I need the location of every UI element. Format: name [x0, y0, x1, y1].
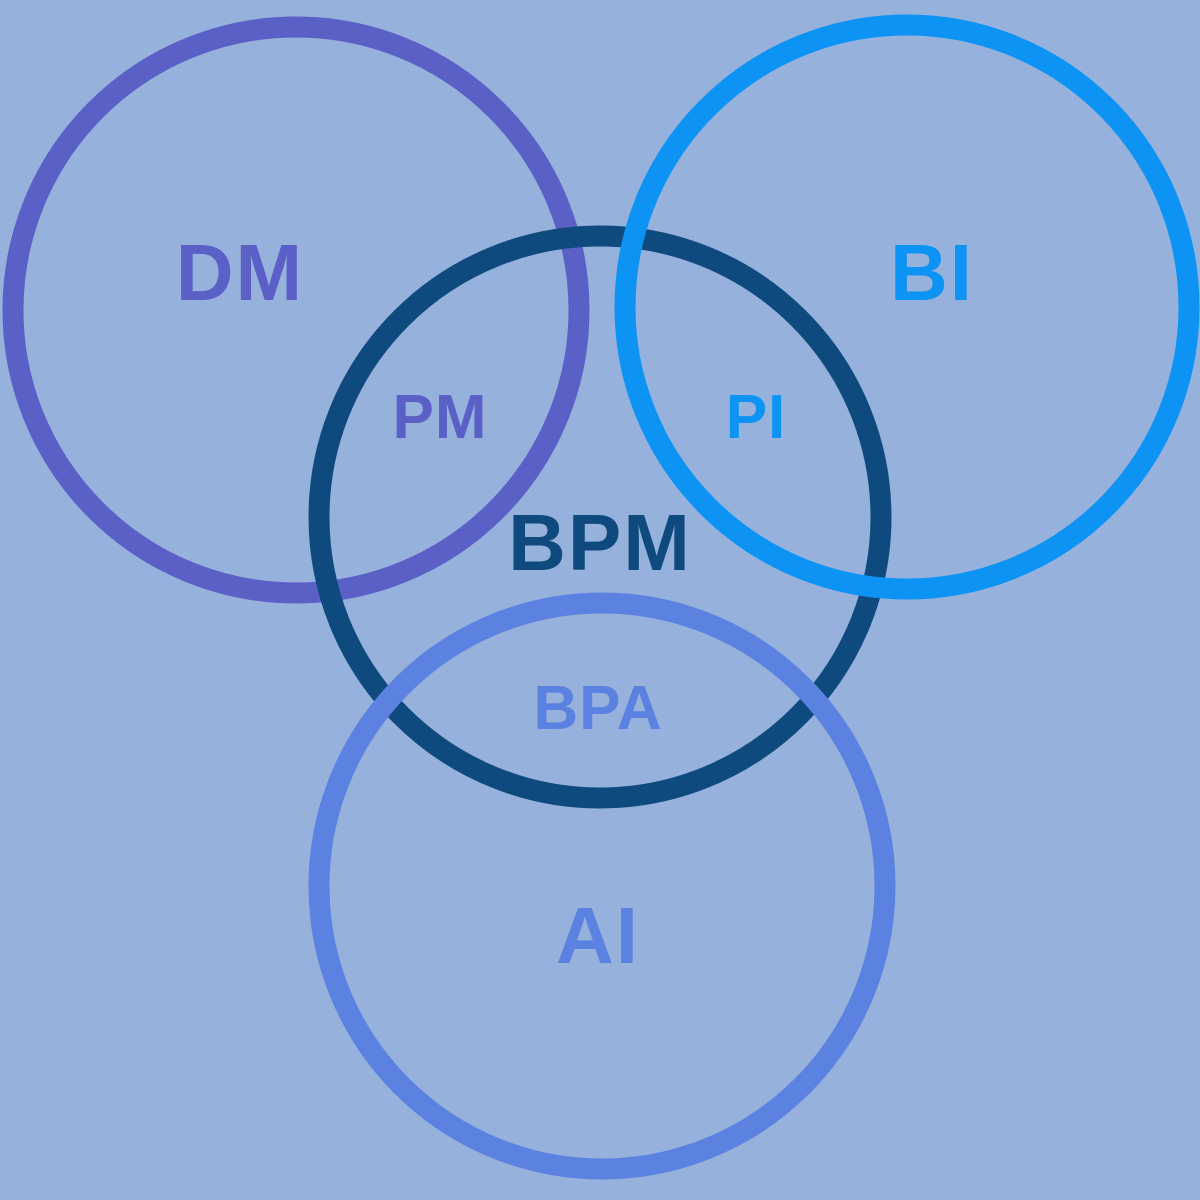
label-dm: DM — [176, 228, 304, 317]
circle-bi — [614, 14, 1200, 600]
label-overlap-pi: PI — [726, 383, 787, 452]
circle-dm — [2, 16, 590, 604]
label-bi: BI — [890, 228, 974, 317]
label-overlap-bpa: BPA — [533, 674, 662, 743]
label-overlap-pm: PM — [393, 383, 488, 452]
circle-bpm — [308, 225, 892, 809]
label-bpm: BPM — [508, 498, 692, 587]
label-ai: AI — [556, 891, 640, 980]
circle-ai — [308, 592, 896, 1180]
